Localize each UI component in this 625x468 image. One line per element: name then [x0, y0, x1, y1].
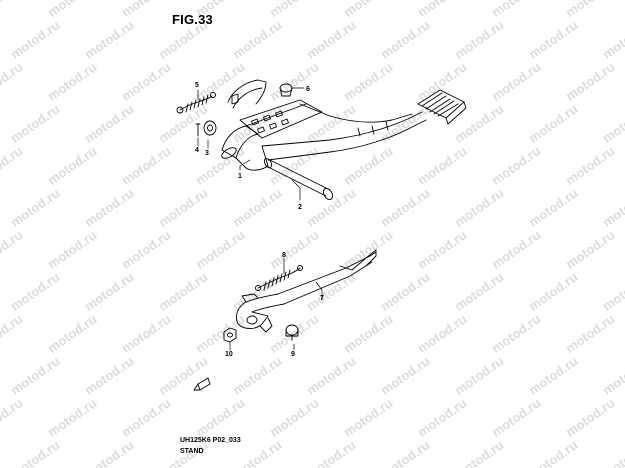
callout-9: 9	[291, 351, 295, 358]
callout-8: 8	[282, 252, 286, 259]
callout-3: 3	[205, 150, 209, 157]
side-stand-drawing	[223, 249, 377, 343]
callout-7: 7	[320, 295, 324, 302]
diagram-caption: STAND	[180, 448, 204, 455]
callout-1: 1	[238, 173, 242, 180]
callout-2: 2	[298, 204, 302, 211]
callout-5: 5	[195, 82, 199, 89]
callout-6: 6	[306, 86, 310, 93]
diagram-code: UH125K6 P02_033	[180, 437, 241, 444]
callout-10: 10	[225, 351, 233, 358]
main-stand-drawing	[221, 79, 467, 201]
figure-title: FIG.33	[172, 12, 213, 27]
callout-4: 4	[195, 147, 199, 154]
leader-lines	[197, 87, 323, 351]
front-arrow-icon	[193, 377, 211, 391]
spring-assembly-top	[176, 92, 217, 137]
callout-labels: 1 2 3 4 5 6 7 8 9 10	[195, 82, 324, 358]
